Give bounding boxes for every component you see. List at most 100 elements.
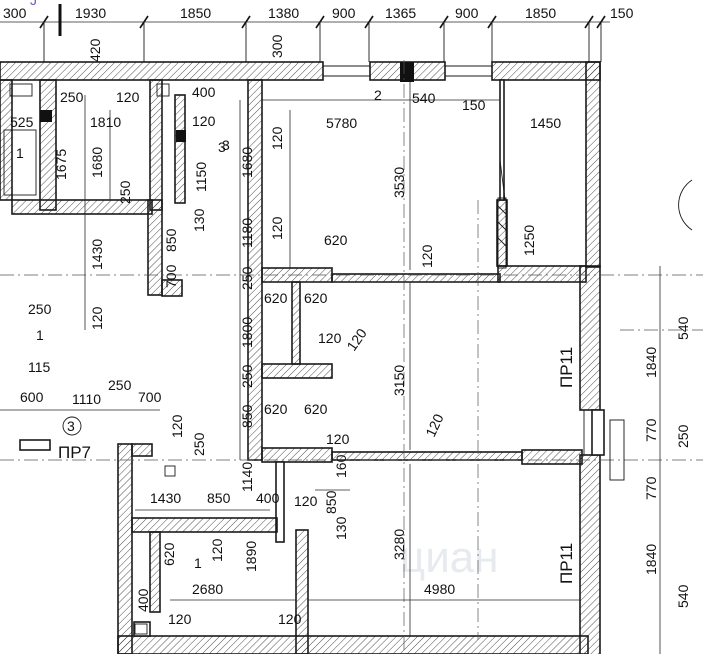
dim-770-b: 770: [643, 476, 659, 500]
dim-1430-a: 1430: [89, 239, 105, 270]
dim-540-b: 540: [675, 584, 691, 608]
interior-dimension-lines: [0, 82, 661, 654]
dim-620-b: 620: [264, 290, 288, 306]
dim-850-d: 850: [323, 490, 339, 514]
dim-120-l: 120: [294, 493, 318, 509]
dim-400-b: 400: [256, 490, 280, 506]
marker-j: J: [30, 0, 37, 8]
dim-250-f: 250: [191, 432, 207, 456]
dimension-labels: 420 300 5780 150 1450 540 3530 620 1250 …: [10, 34, 691, 627]
dim-525: 525: [10, 114, 34, 130]
dim-120-k: 120: [422, 411, 446, 439]
dim-top-1365: 1365: [385, 5, 416, 21]
dim-400-c: 400: [135, 588, 151, 612]
circle-marker-label: 3: [67, 418, 75, 434]
dim-300-vertical: 300: [269, 34, 285, 58]
dim-1800: 1800: [239, 317, 255, 348]
marker-1-a: 1: [16, 145, 24, 161]
dim-1675: 1675: [53, 149, 69, 180]
top-dimension-chain: 300 1930 1850 1380 900 1365 900 1850 150: [0, 4, 634, 62]
dim-120-f: 120: [89, 306, 105, 330]
dim-1840-b: 1840: [643, 544, 659, 575]
fixtures: [3, 83, 693, 635]
dim-3280: 3280: [391, 529, 407, 560]
dim-620-room: 620: [324, 232, 348, 248]
dim-160: 160: [333, 454, 349, 478]
walls: [0, 61, 605, 654]
dim-130-a: 130: [191, 208, 207, 232]
dim-120-i: 120: [343, 325, 370, 353]
dim-1680-b: 1680: [89, 147, 105, 178]
dim-540-horizontal: 540: [412, 90, 436, 106]
dim-top-300: 300: [3, 5, 27, 21]
dim-top-1930: 1930: [75, 5, 106, 21]
dim-120-o: 120: [278, 611, 302, 627]
dim-420: 420: [87, 38, 103, 62]
dim-120-d: 120: [192, 113, 216, 129]
marker-3: 3: [222, 137, 230, 153]
dim-1110: 1110: [72, 391, 101, 407]
marker-1-c: 1: [194, 555, 202, 571]
dim-850-b: 850: [239, 404, 255, 428]
dim-540-a: 540: [675, 316, 691, 340]
marker-pr7: ПР7: [58, 443, 91, 462]
dim-top-150: 150: [610, 5, 634, 21]
dim-400-a: 400: [192, 84, 216, 100]
marker-pr11-lower: ПР11: [557, 543, 576, 584]
dim-2680: 2680: [192, 581, 223, 597]
dim-120-h: 120: [318, 330, 342, 346]
dim-250-e: 250: [108, 377, 132, 393]
dim-1450: 1450: [530, 115, 561, 131]
dim-top-1850: 1850: [180, 5, 211, 21]
dim-4980: 4980: [424, 581, 455, 597]
dim-1150: 1150: [193, 162, 209, 192]
dim-700-a: 700: [163, 264, 179, 288]
markers: 1 1 1 2 3 3 ПР7 ПР11 ПР11: [16, 87, 576, 584]
dim-115: 115: [28, 359, 51, 375]
dim-top-1380: 1380: [268, 5, 299, 21]
dim-3150: 3150: [391, 365, 407, 396]
dim-120-b: 120: [269, 126, 285, 150]
dim-620-f: 620: [161, 542, 177, 566]
dim-3530: 3530: [391, 167, 407, 198]
dim-120-c: 120: [269, 216, 285, 240]
dim-top-1850b: 1850: [525, 5, 556, 21]
axis-lines: [0, 60, 703, 650]
marker-3-dim: 3: [218, 139, 226, 155]
marker-pr11-upper: ПР11: [557, 347, 576, 388]
dim-620-e: 620: [304, 401, 328, 417]
dim-1810: 1810: [90, 114, 121, 130]
dim-120-m: 120: [209, 538, 225, 562]
watermark: циан: [400, 533, 499, 582]
dim-1890: 1890: [243, 541, 259, 572]
circle-marker: [62, 416, 82, 436]
dim-1680-a: 1680: [239, 147, 255, 178]
dim-120-a: 120: [419, 244, 435, 268]
dim-1180: 1180: [239, 218, 255, 248]
dim-250-c: 250: [239, 266, 255, 290]
dim-120-n: 120: [168, 611, 192, 627]
dim-700-b: 700: [138, 389, 162, 405]
dim-620-c: 620: [304, 290, 328, 306]
dim-1430-b: 1430: [150, 490, 181, 506]
dim-120-j: 120: [326, 431, 350, 447]
dim-1140: 1140: [239, 462, 255, 492]
dim-1250: 1250: [521, 225, 537, 256]
dim-850-c: 850: [207, 490, 231, 506]
dim-top-900b: 900: [455, 5, 479, 21]
dim-250-b: 250: [117, 180, 133, 204]
dim-250-h: 250: [675, 424, 691, 448]
dim-1840-a: 1840: [643, 347, 659, 378]
dim-620-d: 620: [264, 401, 288, 417]
dim-250-g: 250: [239, 364, 255, 388]
marker-1-b: 1: [36, 327, 44, 343]
dim-250-d: 250: [28, 301, 52, 317]
dim-130-b: 130: [333, 516, 349, 540]
dim-120-e: 120: [116, 89, 140, 105]
marker-2: 2: [374, 87, 382, 103]
dim-600: 600: [20, 389, 44, 405]
dim-250-a: 250: [60, 89, 84, 105]
dim-120-g: 120: [169, 414, 185, 438]
